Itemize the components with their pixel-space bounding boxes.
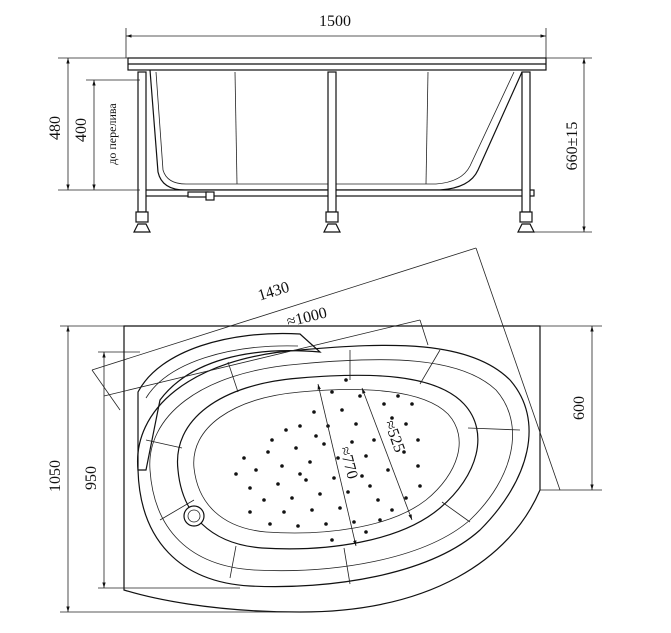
side-view: 1500 480 400: [47, 13, 592, 233]
jet-dot: [324, 522, 328, 526]
dim-height-overflow: 400: [73, 118, 90, 142]
dim-top-width: 1500: [319, 13, 351, 30]
jet-dot: [352, 520, 356, 524]
jet-dot: [330, 538, 334, 542]
jet-dot: [376, 498, 380, 502]
jet-dot: [280, 464, 284, 468]
jet-dot: [346, 490, 350, 494]
jet-dot: [266, 450, 270, 454]
jet-dot: [382, 402, 386, 406]
jet-dot: [418, 484, 422, 488]
jet-dot: [298, 424, 302, 428]
jet-dot: [396, 394, 400, 398]
jet-dot: [416, 464, 420, 468]
bowl-inner: [176, 374, 479, 550]
jet-dot: [298, 472, 302, 476]
jet-dot: [404, 496, 408, 500]
jet-dot: [358, 394, 362, 398]
dim-line-bowl-width: [361, 387, 413, 521]
jet-dot: [270, 438, 274, 442]
jet-dot: [372, 438, 376, 442]
jet-dot: [386, 468, 390, 472]
jet-dot: [276, 482, 280, 486]
jet-dot: [390, 508, 394, 512]
dim-plan-length: 1050: [47, 460, 64, 492]
jet-dot: [368, 484, 372, 488]
dim-height-total: 480: [47, 116, 64, 140]
dim-height-legs: 660±15: [564, 122, 581, 171]
jet-dot: [404, 422, 408, 426]
jet-dot: [364, 454, 368, 458]
jet-dot: [338, 506, 342, 510]
jet-dot: [322, 442, 326, 446]
jet-dot: [234, 472, 238, 476]
bathtub-outline-plan: [123, 325, 541, 613]
jet-dot: [416, 438, 420, 442]
jet-dot: [340, 408, 344, 412]
jet-dot: [332, 476, 336, 480]
bowl-rim: [137, 344, 530, 588]
dim-plan-inner-width: 950: [83, 466, 100, 490]
jet-dot: [248, 510, 252, 514]
jet-dot: [294, 446, 298, 450]
jet-dot: [314, 434, 318, 438]
jet-dot: [410, 402, 414, 406]
jet-dot: [344, 378, 348, 382]
plan-view: 1430 ≈1000 1050 950 600 ≈525 ≈770: [47, 247, 602, 613]
jet-dot: [304, 478, 308, 482]
jet-dot: [284, 428, 288, 432]
jet-dot: [378, 518, 382, 522]
jet-dot: [350, 440, 354, 444]
jet-dot: [254, 468, 258, 472]
jet-dot: [248, 486, 252, 490]
jet-dot: [296, 524, 300, 528]
dim-plan-inner-length: ≈1000: [285, 304, 329, 330]
jet-dot: [262, 498, 266, 502]
jet-dot: [354, 422, 358, 426]
jet-dot: [242, 456, 246, 460]
dim-plan-diagonal: 1430: [256, 279, 292, 305]
jet-dot: [268, 522, 272, 526]
jet-dot: [310, 508, 314, 512]
jet-dot: [290, 496, 294, 500]
overflow-label: до перелива: [105, 103, 119, 165]
dim-bowl-width: ≈525: [381, 418, 408, 455]
drain: [183, 505, 205, 527]
jet-dot: [312, 410, 316, 414]
jet-dot: [318, 492, 322, 496]
dim-plan-side: 600: [571, 396, 588, 420]
frame-legs: [133, 71, 535, 233]
jet-dot: [282, 510, 286, 514]
dim-line-bowl-length: [317, 383, 357, 547]
jet-dot: [364, 530, 368, 534]
jet-dot: [308, 460, 312, 464]
jet-dot: [330, 390, 334, 394]
